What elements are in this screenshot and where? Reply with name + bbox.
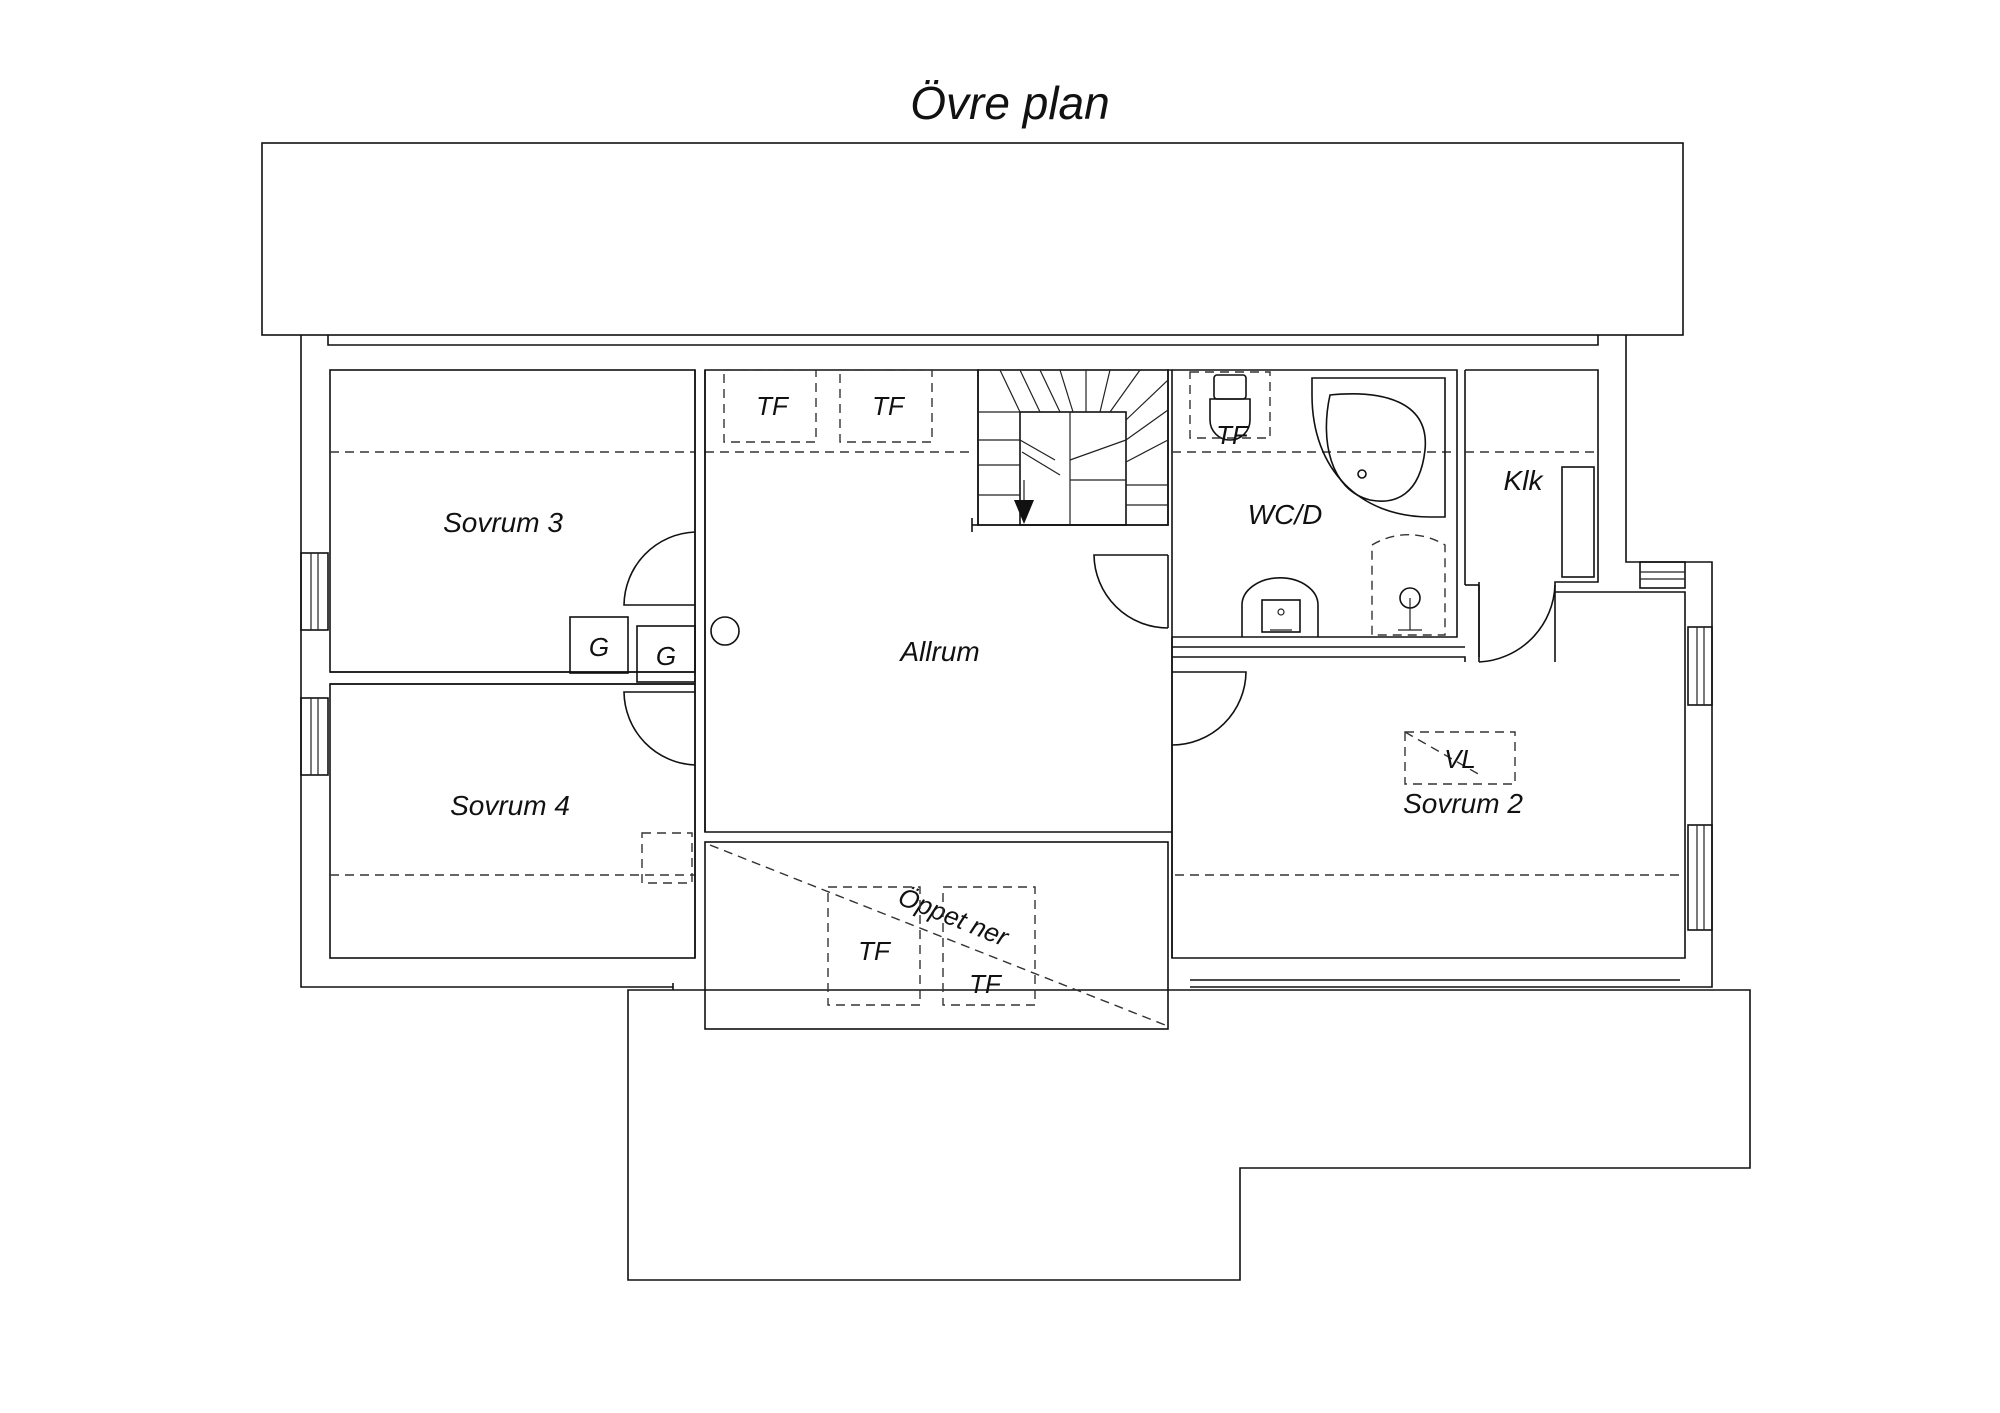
label-g-2: G (656, 641, 676, 671)
opening-oppet-ner (704, 841, 1169, 1030)
label-tf-wc: TF (1216, 420, 1250, 450)
cabinet-g-1 (569, 616, 629, 674)
window-right-2 (1687, 824, 1713, 931)
staircase (971, 369, 1169, 532)
label-sovrum-3: Sovrum 3 (443, 507, 563, 538)
sink (1241, 577, 1319, 637)
roof-overhang-bottom (627, 989, 1751, 1281)
label-tf-1: TF (756, 391, 790, 421)
room-allrum (704, 369, 1173, 833)
door-sovrum4 (623, 691, 696, 766)
toilet (1209, 374, 1251, 441)
label-wc-d: WC/D (1248, 499, 1323, 530)
interior-walls (330, 370, 1480, 958)
door-klk (1478, 582, 1556, 663)
door-sovrum3 (623, 531, 696, 606)
window-right-1 (1687, 626, 1713, 706)
tf-box-1 (723, 369, 817, 443)
label-sovrum-4: Sovrum 4 (450, 790, 570, 821)
label-vl: VL (1444, 744, 1476, 774)
tf-box-4 (942, 886, 1036, 1006)
label-sovrum-2: Sovrum 2 (1403, 788, 1523, 819)
room-wc-d (1172, 369, 1458, 638)
label-g-1: G (589, 632, 609, 662)
room-klk (1464, 369, 1599, 662)
klk-shelf (1561, 466, 1595, 578)
room-sovrum-4 (329, 683, 696, 959)
label-tf-3: TF (858, 936, 892, 966)
roof-overhang-top (261, 142, 1684, 336)
label-tf-2: TF (872, 391, 906, 421)
plan-title: Övre plan (910, 77, 1109, 129)
column-circle (710, 616, 740, 646)
tf-box-2 (839, 369, 933, 443)
window-left-1 (300, 552, 329, 631)
vl-box (1404, 731, 1516, 785)
corner-bathtub (1311, 377, 1446, 518)
label-klk: Klk (1504, 465, 1545, 496)
tf-box-wc (1189, 371, 1271, 439)
window-top-right (1639, 561, 1686, 589)
label-allrum: Allrum (898, 636, 979, 667)
stair-arrow (1014, 500, 1034, 524)
label-tf-4: TF (969, 969, 1003, 999)
door-wc (1093, 554, 1169, 629)
shower-area (1371, 534, 1446, 636)
tf-box-3 (827, 886, 921, 1006)
window-left-2 (300, 697, 329, 776)
shower-fixture (1398, 587, 1422, 631)
outer-walls (300, 335, 1713, 990)
door-sovrum2 (1171, 671, 1247, 746)
